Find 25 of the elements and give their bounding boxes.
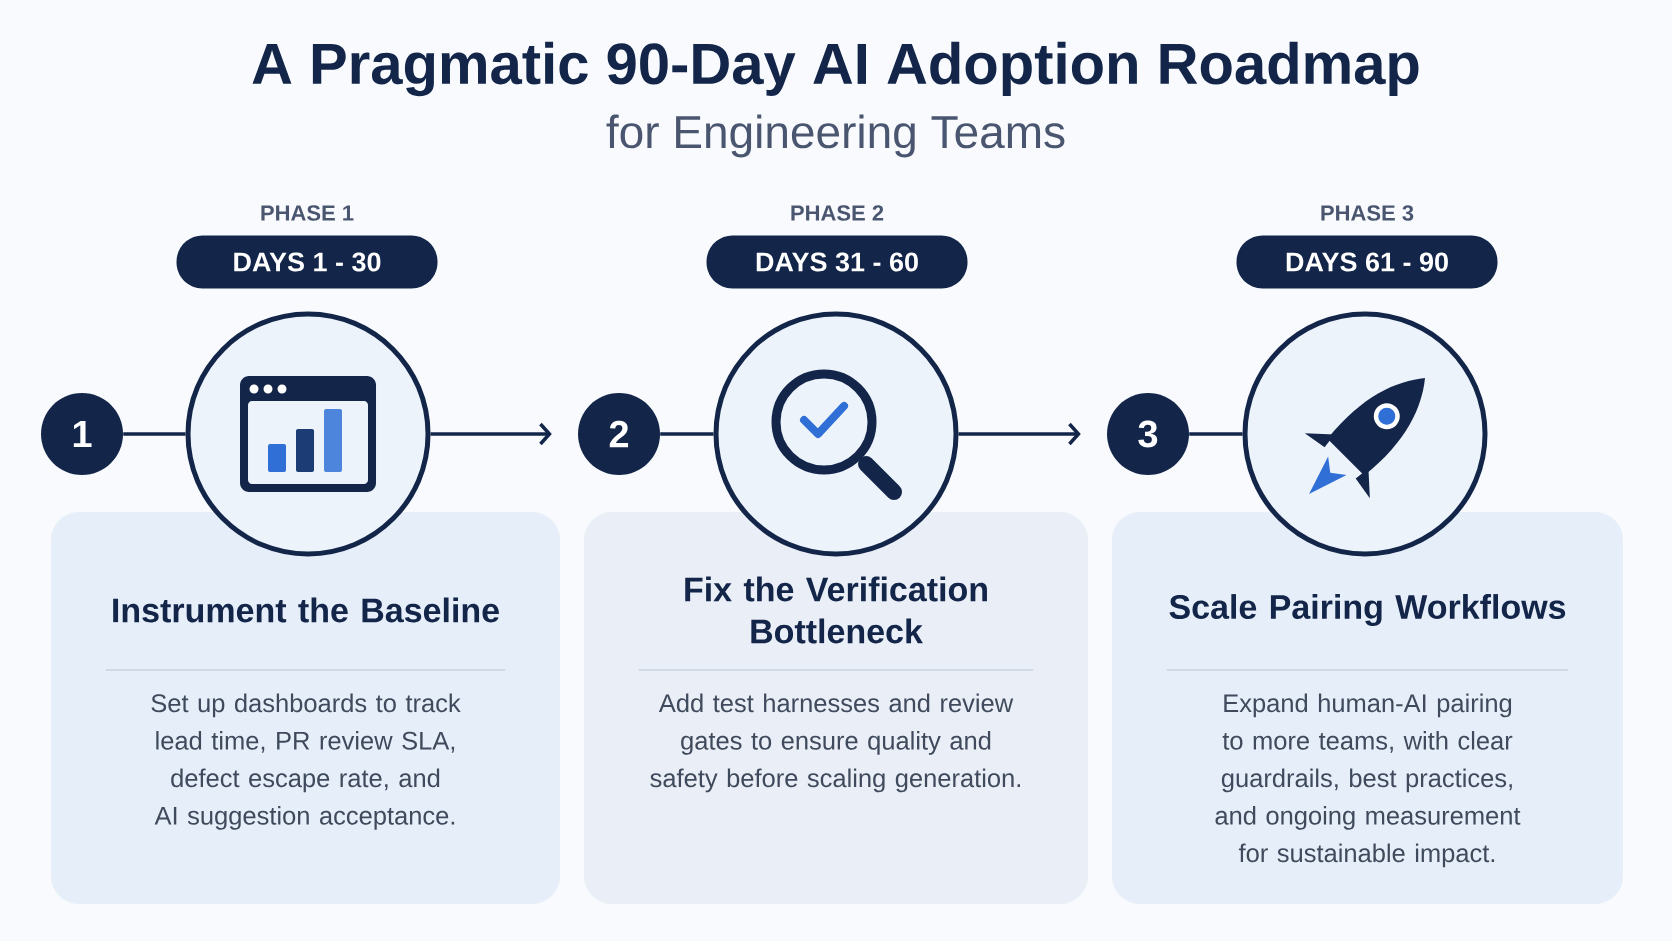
arrow bbox=[430, 422, 552, 446]
card-heading: Fix the Verification Bottleneck bbox=[685, 576, 987, 644]
title: A Pragmatic 90-Day AI Adoption Roadmap bbox=[252, 41, 1419, 97]
icon-circle bbox=[713, 311, 959, 557]
step-number: 3 bbox=[1107, 393, 1189, 475]
subtitle: for Engineering Teams bbox=[606, 114, 1065, 158]
card-heading: Instrument the Baseline bbox=[113, 597, 499, 623]
card-text: Set up dashboards to track lead time, PR review SLA, defect escape rate, and AI suggestion acceptance. bbox=[151, 693, 461, 830]
step-number: 2 bbox=[578, 393, 660, 475]
step-number: 1 bbox=[41, 393, 123, 475]
days-pill: DAYS 31 - 60 bbox=[706, 235, 968, 289]
arrow bbox=[958, 422, 1081, 446]
phase-label: PHASE 1 bbox=[261, 205, 354, 221]
card-heading: Scale Pairing Workflows bbox=[1169, 594, 1566, 626]
phase-label: PHASE 3 bbox=[1321, 205, 1414, 221]
icon-circle bbox=[185, 311, 431, 557]
phase-card bbox=[1112, 512, 1623, 904]
phase-card bbox=[51, 512, 560, 904]
days-pill: DAYS 1 - 30 bbox=[176, 235, 438, 289]
phase-card bbox=[584, 512, 1088, 904]
card-text: Add test harnesses and review gates to ensure quality and safety before scaling generation. bbox=[650, 693, 1020, 793]
card-text: Expand human-AI pairing to more teams, with clear guardrails, best practices, and ongoing measurement for sustainable impact. bbox=[1215, 693, 1521, 868]
phase-label: PHASE 2 bbox=[791, 205, 884, 221]
icon-circle bbox=[1242, 311, 1488, 557]
days-pill: DAYS 61 - 90 bbox=[1236, 235, 1498, 289]
